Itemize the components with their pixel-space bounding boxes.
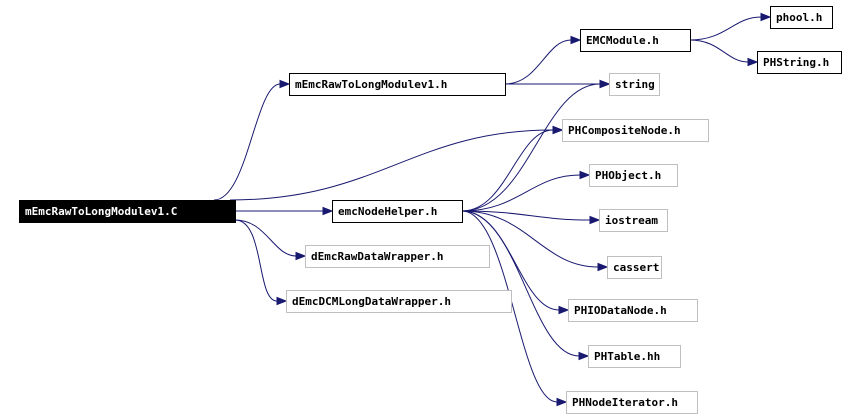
- edge-emcnodehelper-to-cassert-arrowhead: [597, 262, 609, 272]
- node-emcmodule[interactable]: EMCModule.h: [580, 29, 691, 52]
- node-demcdcm-label: dEmcDCMLongDataWrapper.h: [292, 295, 451, 308]
- node-emcnodehelper[interactable]: emcNodeHelper.h: [332, 200, 463, 223]
- node-root: mEmcRawToLongModulev1.C: [19, 200, 236, 223]
- edge-emcnodehelper-to-cassert: [461, 210, 599, 268]
- edge-emcnodehelper-to-iostream-arrowhead: [589, 215, 601, 225]
- edge-emcnodehelper-to-phnodeiter-arrowhead: [556, 397, 568, 407]
- node-demcraw-box: [305, 245, 490, 268]
- node-phcomposite-label: PHCompositeNode.h: [568, 124, 681, 137]
- node-phnodeiter[interactable]: PHNodeIterator.h: [566, 391, 698, 414]
- node-phiodata-label: PHIODataNode.h: [574, 304, 667, 317]
- node-phtable[interactable]: PHTable.hh: [588, 345, 681, 368]
- node-phool[interactable]: phool.h: [770, 6, 833, 29]
- node-phcomposite[interactable]: PHCompositeNode.h: [562, 119, 709, 142]
- edge-root-to-rawtolong-arrowhead: [279, 79, 291, 89]
- node-phtable-box: [588, 345, 681, 368]
- node-phiodata-box: [568, 299, 698, 322]
- node-demcraw-label: dEmcRawDataWrapper.h: [311, 250, 443, 263]
- edge-rawtolong-to-emcmodule: [504, 39, 572, 85]
- node-phtable-label: PHTable.hh: [594, 350, 660, 363]
- node-rawtolong[interactable]: mEmcRawToLongModulev1.h: [289, 73, 506, 96]
- node-root-label: mEmcRawToLongModulev1.C: [25, 205, 177, 218]
- node-emcnodehelper-label: emcNodeHelper.h: [338, 205, 437, 218]
- edge-root-to-demcdcm-arrowhead: [276, 296, 288, 306]
- node-phobject-label: PHObject.h: [595, 169, 661, 182]
- edges-layer: [213, 12, 772, 407]
- node-emcmodule-box: [580, 29, 691, 52]
- node-demcdcm-box: [286, 290, 512, 313]
- node-cassert-box: [607, 256, 662, 279]
- edge-emcnodehelper-to-phiodata-arrowhead: [558, 305, 570, 315]
- node-iostream-box: [599, 209, 668, 232]
- edge-emcnodehelper-to-phobject: [461, 174, 581, 212]
- edge-emcnodehelper-to-phcomposite: [461, 129, 554, 212]
- edge-emcnodehelper-to-phtable-arrowhead: [578, 351, 590, 361]
- node-phstring-label: PHString.h: [763, 56, 829, 69]
- node-iostream[interactable]: iostream: [599, 209, 668, 232]
- node-phool-label: phool.h: [776, 11, 822, 24]
- node-phnodeiter-label: PHNodeIterator.h: [572, 396, 678, 409]
- edge-emcnodehelper-to-phobject-arrowhead: [579, 170, 591, 180]
- node-phiodata[interactable]: PHIODataNode.h: [568, 299, 698, 322]
- node-cassert[interactable]: cassert: [607, 256, 662, 279]
- node-phcomposite-box: [562, 119, 709, 142]
- nodes-layer: mEmcRawToLongModulev1.C mEmcRawToLongModu…: [19, 6, 842, 414]
- node-phobject-box: [589, 164, 678, 187]
- node-emcnodehelper-box: [332, 200, 463, 223]
- edge-emcmodule-to-phool-arrowhead: [760, 12, 772, 22]
- node-rawtolong-label: mEmcRawToLongModulev1.h: [295, 78, 447, 91]
- node-emcmodule-label: EMCModule.h: [586, 34, 659, 47]
- edge-root-to-emcnodehelper-arrowhead: [322, 206, 334, 216]
- edge-emcmodule-to-phstring: [689, 39, 749, 63]
- node-string-label: string: [615, 78, 655, 91]
- node-root-box: [19, 200, 236, 223]
- edge-root-to-demcraw: [234, 219, 297, 257]
- node-phstring-box: [757, 51, 842, 74]
- edge-emcnodehelper-to-phtable: [461, 210, 580, 357]
- edge-root-to-demcdcm: [234, 219, 278, 302]
- edge-rawtolong-to-emcmodule-arrowhead: [570, 35, 582, 45]
- node-string-box: [609, 73, 660, 96]
- edge-emcnodehelper-to-string: [461, 83, 601, 212]
- edge-emcnodehelper-to-phnodeiter: [461, 210, 558, 403]
- node-string[interactable]: string: [609, 73, 660, 96]
- node-demcraw[interactable]: dEmcRawDataWrapper.h: [305, 245, 490, 268]
- edge-emcmodule-to-phstring-arrowhead: [747, 57, 759, 67]
- node-phstring[interactable]: PHString.h: [757, 51, 842, 74]
- node-cassert-label: cassert: [613, 261, 659, 274]
- edge-emcnodehelper-to-string-arrowhead: [599, 79, 611, 89]
- edge-root-to-phcomposite: [229, 129, 554, 201]
- node-iostream-label: iostream: [605, 214, 658, 227]
- node-phool-box: [770, 6, 833, 29]
- edge-emcmodule-to-phool: [689, 16, 762, 41]
- node-rawtolong-box: [289, 73, 506, 96]
- edge-emcnodehelper-to-phcomposite-arrowhead: [552, 125, 564, 135]
- edge-root-to-rawtolong: [213, 83, 281, 201]
- node-phnodeiter-box: [566, 391, 698, 414]
- edge-emcnodehelper-to-iostream: [461, 210, 591, 221]
- node-demcdcm[interactable]: dEmcDCMLongDataWrapper.h: [286, 290, 512, 313]
- node-phobject[interactable]: PHObject.h: [589, 164, 678, 187]
- edge-root-to-demcraw-arrowhead: [295, 251, 307, 261]
